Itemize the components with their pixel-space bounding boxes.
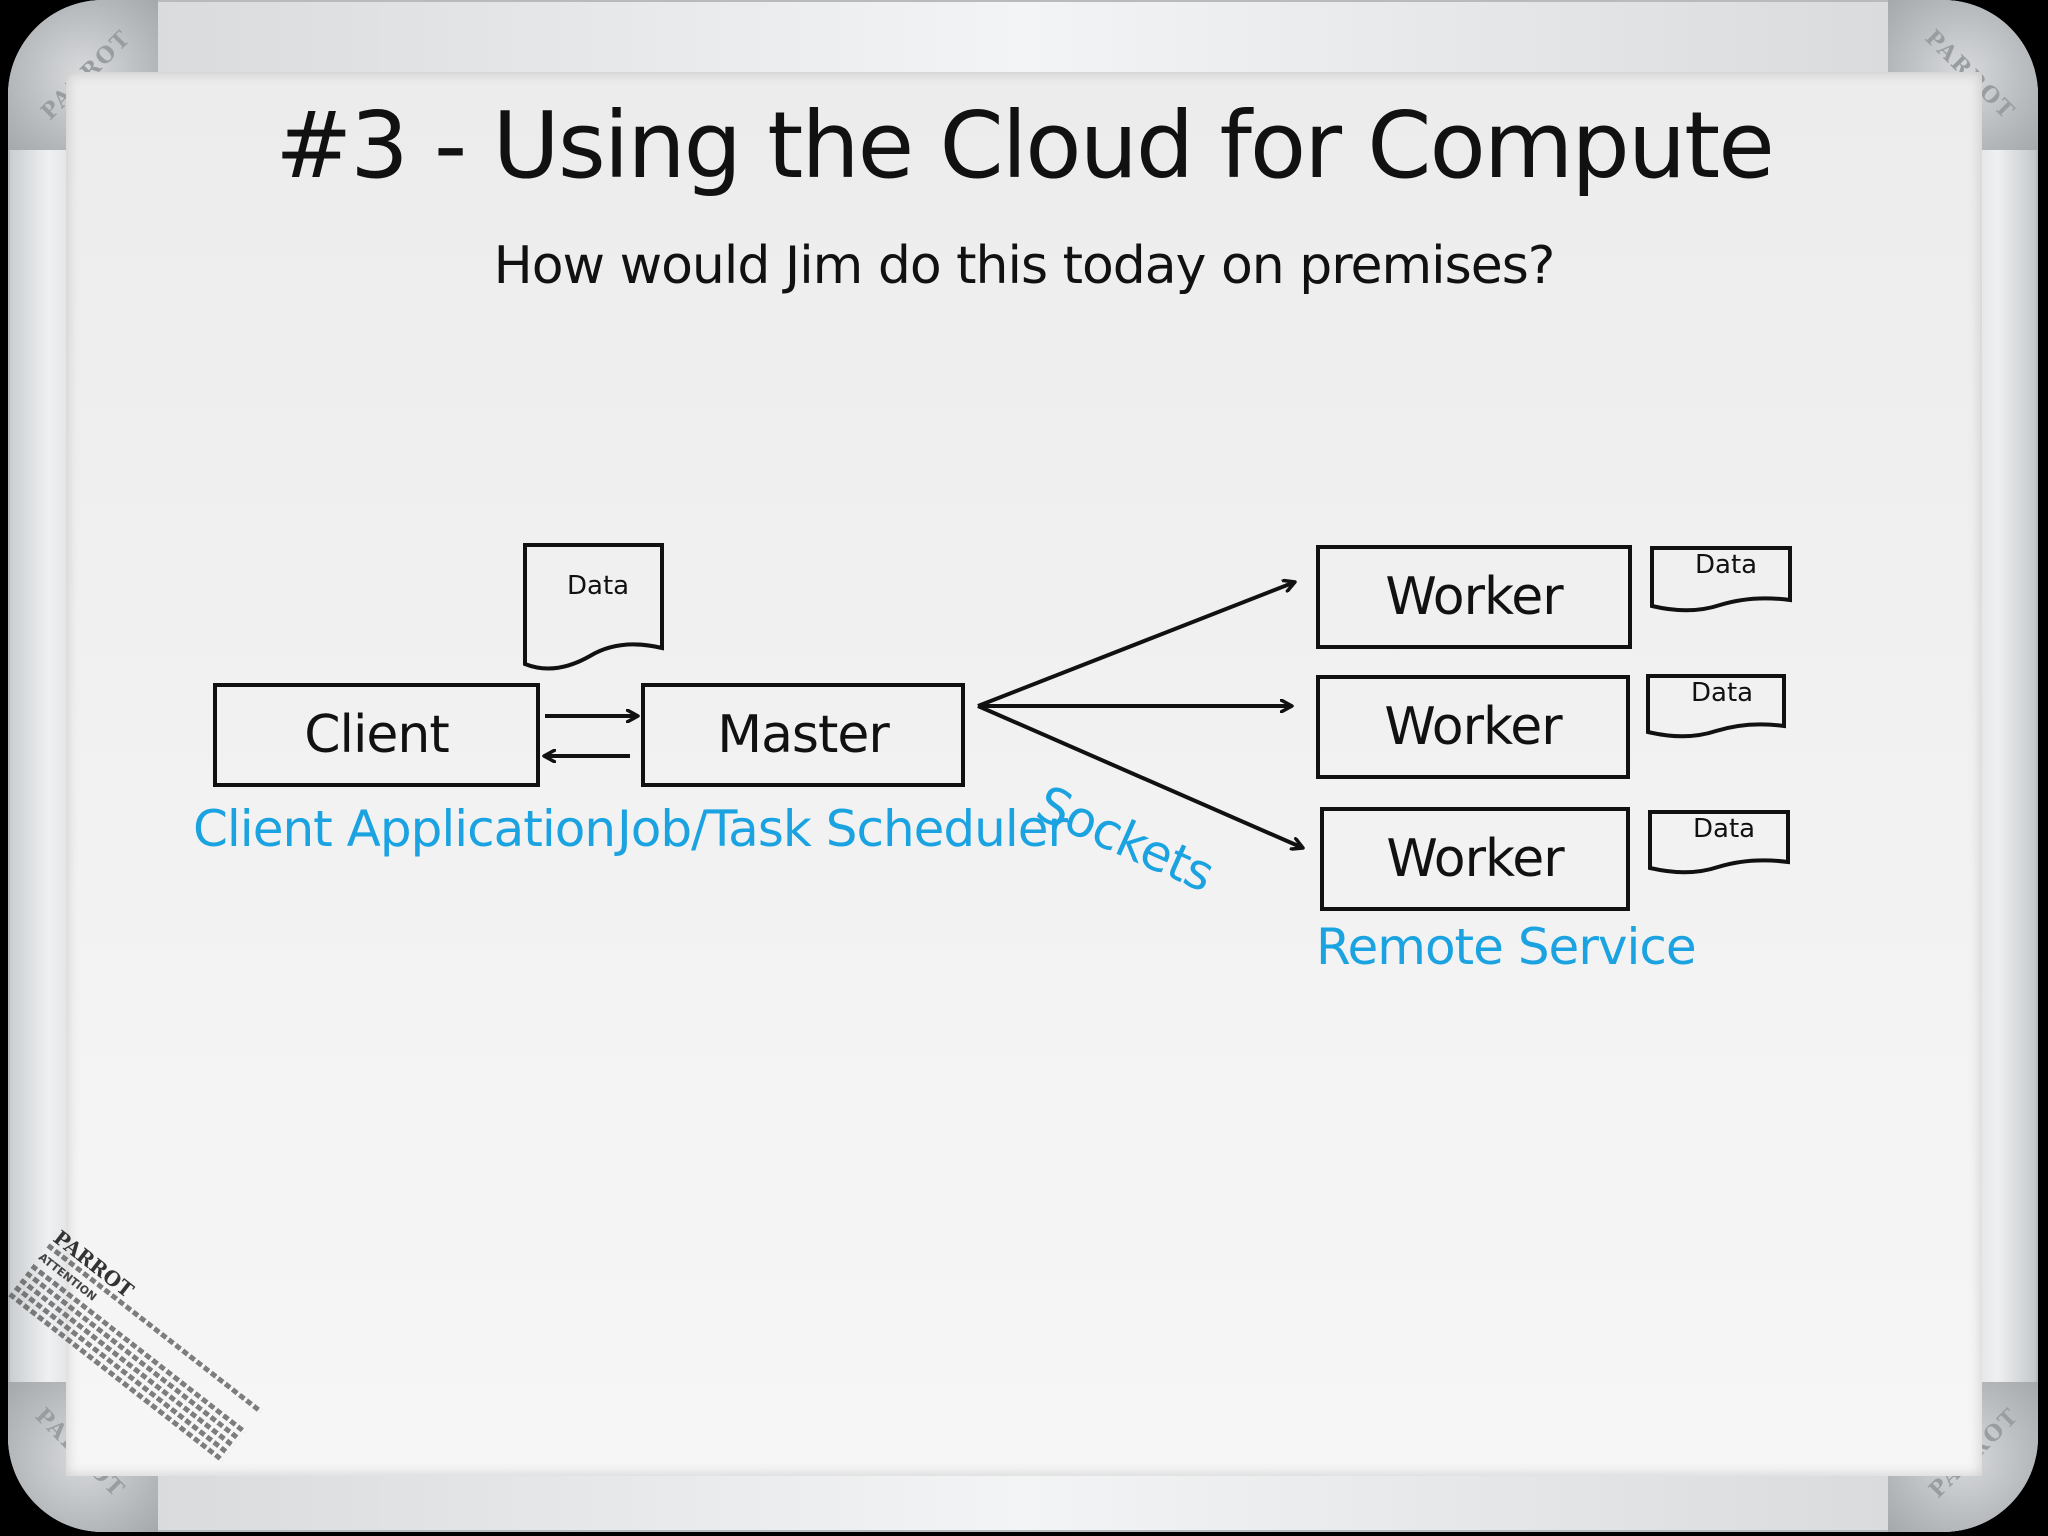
worker-label: Worker xyxy=(1385,567,1563,627)
master-box: Master xyxy=(641,683,965,787)
data-label-master: Data xyxy=(567,571,630,601)
page-title: #3 - Using the Cloud for Compute xyxy=(275,92,1775,199)
remote-service-label: Remote Service xyxy=(1316,918,1697,976)
worker-box: Worker xyxy=(1316,675,1630,779)
client-box: Client xyxy=(213,683,540,787)
data-label-worker-3: Data xyxy=(1693,814,1756,844)
job-task-scheduler-label: Job/Task Scheduler xyxy=(617,800,1068,858)
data-label-worker-2: Data xyxy=(1691,678,1754,708)
master-label: Master xyxy=(717,705,890,765)
worker-label: Worker xyxy=(1384,697,1562,757)
page-subtitle: How would Jim do this today on premises? xyxy=(493,236,1556,296)
worker-label: Worker xyxy=(1386,829,1564,889)
client-label: Client xyxy=(304,705,450,765)
worker-box: Worker xyxy=(1316,545,1632,649)
worker-box: Worker xyxy=(1320,807,1630,911)
data-label-worker-1: Data xyxy=(1695,550,1758,580)
client-application-label: Client Application xyxy=(193,800,616,858)
